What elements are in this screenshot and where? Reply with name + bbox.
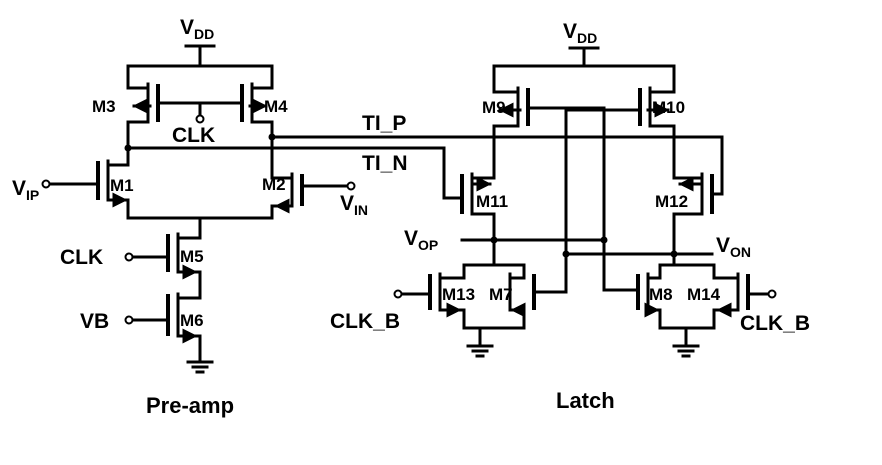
clk-b-right-label: CLK_B xyxy=(740,312,810,335)
clk-b-left-label: CLK_B xyxy=(330,310,400,333)
label-m6: M6 xyxy=(180,311,204,330)
transistor-m1 xyxy=(41,146,130,220)
label-m9: M9 xyxy=(482,98,506,117)
latch-output-nodes xyxy=(460,236,714,258)
label-m14: M14 xyxy=(687,285,721,304)
latch-vdd-rail xyxy=(492,46,676,94)
label-m1: M1 xyxy=(110,176,134,195)
latch-circuit xyxy=(393,46,777,358)
label-m4: M4 xyxy=(264,97,288,116)
preamp-circuit xyxy=(41,44,356,374)
vin-label: VIN xyxy=(340,192,368,218)
label-m5: M5 xyxy=(180,247,204,266)
label-m13: M13 xyxy=(442,285,475,304)
label-m8: M8 xyxy=(649,285,673,304)
preamp-clk-gate-node xyxy=(156,101,244,124)
ti-n-label: TI_N xyxy=(362,152,408,175)
transistor-m10 xyxy=(564,86,676,294)
transistor-m2 xyxy=(270,172,356,220)
transistor-m3 xyxy=(126,82,160,150)
ground-icon xyxy=(466,344,494,358)
vb-label: VB xyxy=(80,310,109,333)
label-m2: M2 xyxy=(262,175,286,194)
vop-label: VOP xyxy=(404,227,438,253)
von-label: VON xyxy=(716,234,751,260)
label-m7: M7 xyxy=(489,285,513,304)
preamp-vdd-label: VDD xyxy=(180,16,214,42)
tail-clk-label: CLK xyxy=(60,246,103,269)
ground-icon xyxy=(672,344,700,358)
transistor-m13-m7-pair xyxy=(393,263,568,348)
transistor-m11 xyxy=(460,172,496,267)
ground-icon xyxy=(186,360,214,374)
preamp-title: Pre-amp xyxy=(146,393,234,418)
transistor-m8-m14-pair xyxy=(602,263,777,348)
label-m3: M3 xyxy=(92,97,116,116)
label-m10: M10 xyxy=(652,98,685,117)
ti-p-label: TI_P xyxy=(362,112,406,135)
label-m11: M11 xyxy=(476,192,508,211)
label-m12: M12 xyxy=(655,192,688,211)
transistor-m6 xyxy=(124,292,202,364)
transistor-m12 xyxy=(672,172,714,267)
preamp-vdd-rail xyxy=(126,44,274,90)
vip-label: VIP xyxy=(12,177,39,203)
latch-title: Latch xyxy=(556,388,615,413)
transistor-m5 xyxy=(124,232,202,300)
preamp-tail xyxy=(126,216,274,240)
transistor-m9 xyxy=(492,86,606,292)
preamp-clk-label: CLK xyxy=(172,124,215,147)
latch-vdd-label: VDD xyxy=(563,20,597,46)
labels: VDD VDD M3 M4 CLK M1 M2 VIP VIN CLK M5 V… xyxy=(12,16,810,418)
